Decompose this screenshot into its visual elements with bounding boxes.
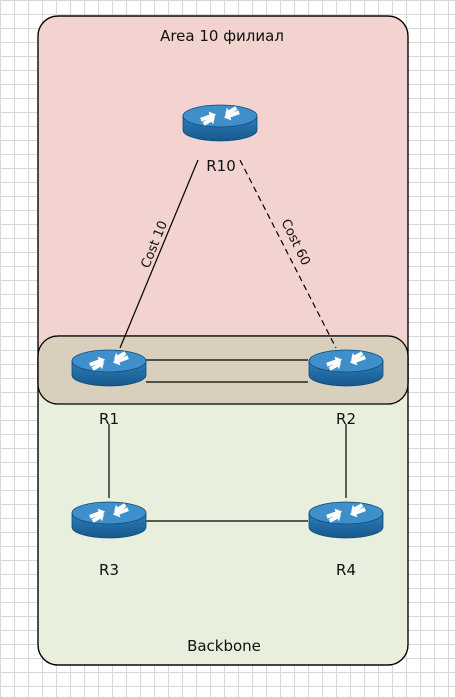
router-top [71, 349, 147, 373]
router-r2[interactable] [308, 348, 384, 387]
router-top [308, 501, 384, 525]
link-r10-r1 [119, 159, 199, 349]
router-r10-label: R10 [206, 157, 236, 175]
router-r3[interactable] [71, 500, 147, 539]
area-10-border [37, 15, 409, 405]
backbone-border [37, 335, 409, 666]
router-r4[interactable] [308, 500, 384, 539]
router-r10[interactable] [182, 103, 258, 142]
router-top [71, 501, 147, 525]
backbone-title: Backbone [187, 637, 261, 655]
router-r1-label: R1 [99, 410, 119, 428]
area-10-title: Area 10 филиал [160, 27, 284, 45]
router-r1[interactable] [71, 348, 147, 387]
router-r4-label: R4 [336, 561, 356, 579]
link-r10-r2 [239, 159, 337, 349]
router-r3-label: R3 [99, 561, 119, 579]
router-top [308, 349, 384, 373]
router-r2-label: R2 [336, 410, 356, 428]
router-top [182, 104, 258, 128]
